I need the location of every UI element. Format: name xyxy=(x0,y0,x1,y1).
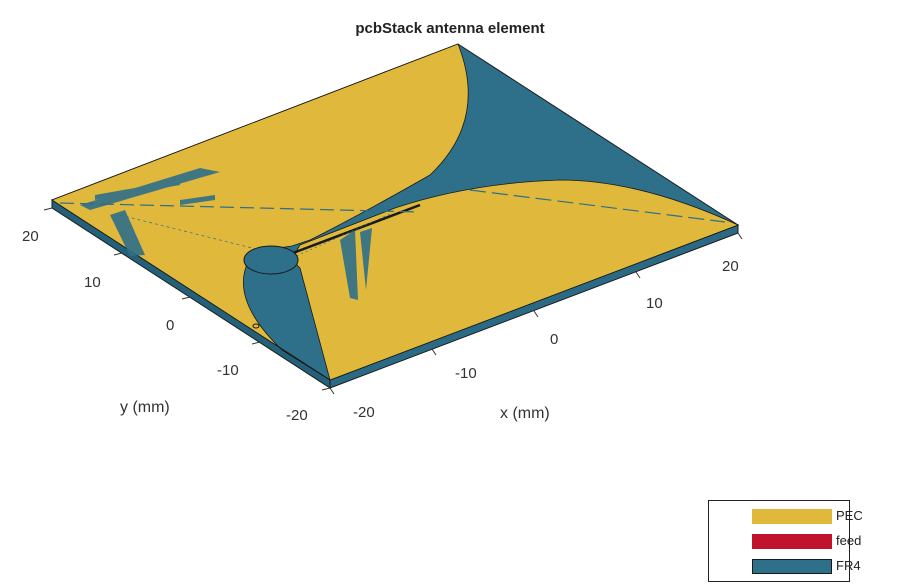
legend-item-feed: feed xyxy=(709,531,861,551)
y-axis-ticks xyxy=(43,207,331,391)
x-axis-label: x (mm) xyxy=(500,405,550,422)
plot-title: pcbStack antenna element xyxy=(355,20,544,37)
dashed-lines xyxy=(59,189,726,366)
pec-left-lobe xyxy=(51,43,469,381)
feed-via-marker xyxy=(252,323,260,329)
y-tick-label: -10 xyxy=(217,362,239,379)
legend-label: PEC xyxy=(836,508,863,523)
legend-label: feed xyxy=(836,533,862,548)
legend-swatch-fr4 xyxy=(752,559,832,574)
y-tick-label: 10 xyxy=(84,274,101,291)
x-tick-label: 0 xyxy=(550,331,558,348)
x-tick-label: 10 xyxy=(646,295,663,312)
pec-layer xyxy=(51,43,740,381)
legend-label: FR4 xyxy=(836,558,861,573)
y-tick-label: -20 xyxy=(286,407,308,424)
legend-swatch-pec xyxy=(752,509,832,524)
legend: PEC feed FR4 xyxy=(708,500,863,582)
y-axis-label: y (mm) xyxy=(120,399,170,416)
x-tick-label: -20 xyxy=(353,404,375,421)
y-tick-label: 20 xyxy=(22,228,39,245)
legend-swatch-feed xyxy=(752,534,832,549)
x-tick-label: 20 xyxy=(722,258,739,275)
feed-pad xyxy=(243,245,299,275)
y-tick-label: 0 xyxy=(166,317,174,334)
legend-item-fr4: FR4 xyxy=(709,556,861,576)
mesh-streaks xyxy=(80,168,372,300)
x-tick-label: -10 xyxy=(455,365,477,382)
legend-item-pec: PEC xyxy=(709,506,863,526)
x-axis-ticks xyxy=(329,232,743,395)
